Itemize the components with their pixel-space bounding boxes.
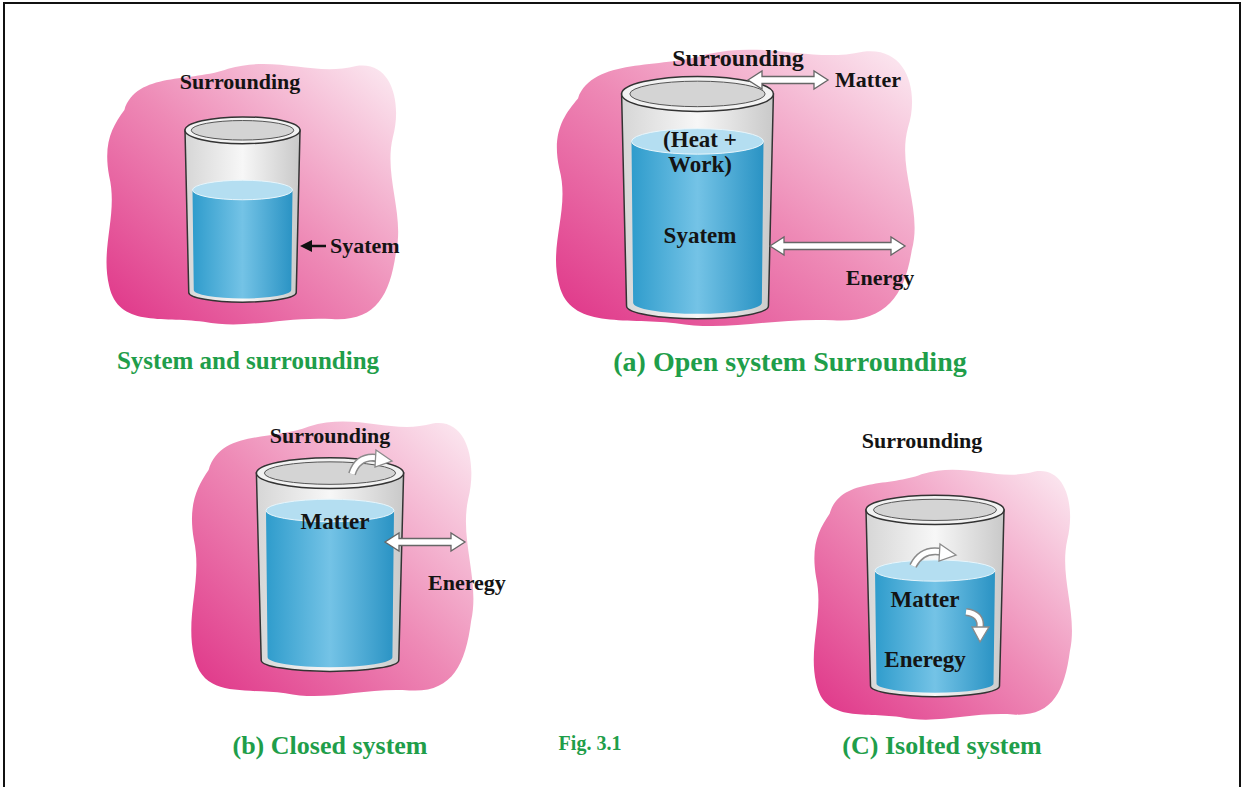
- surrounding-area: [191, 422, 473, 697]
- panel-caption: (C) Isolted system: [842, 732, 1041, 761]
- curved-arrow: [913, 551, 942, 566]
- system-label: Syatem: [330, 234, 400, 258]
- system-beaker: (Heat + Work) Syatem: [615, 70, 780, 325]
- beaker-drawing: [250, 452, 410, 677]
- system-label: Syatem: [664, 223, 737, 248]
- beaker-body: [866, 510, 1004, 697]
- surrounding-area: [814, 470, 1072, 720]
- system-beaker: Syatem: [180, 112, 305, 307]
- curved-arrow-outline: [352, 458, 378, 474]
- system-label: Matter: [301, 509, 370, 534]
- curved-arrow-head: [375, 450, 392, 467]
- curved-arrow-outline: [966, 612, 980, 628]
- beaker-mouth: [874, 499, 997, 520]
- beaker-body: [622, 94, 774, 319]
- system-label: Matter: [891, 587, 960, 612]
- beaker-rim: [185, 117, 300, 144]
- curved-arrow-head: [939, 544, 956, 561]
- curved-arrow: [966, 612, 980, 628]
- beaker-mouth: [630, 81, 765, 107]
- beaker-body: [256, 473, 403, 671]
- panel-caption: (a) Open system Surrounding: [613, 347, 966, 378]
- water: [875, 571, 995, 693]
- beaker-body: [185, 130, 300, 302]
- curved-arrow-head: [972, 627, 989, 642]
- surrounding-area: [107, 64, 399, 324]
- beaker-drawing: [180, 112, 305, 307]
- pointer-head: [300, 240, 312, 252]
- curved-arrow: [352, 458, 378, 474]
- region-label: Surrounding: [862, 429, 983, 453]
- surrounding-region: SurroundingMatter: [185, 412, 480, 702]
- water-surface: [875, 560, 995, 581]
- system-beaker: MatterEneregy: [860, 490, 1010, 702]
- water-surface: [193, 180, 293, 200]
- region-label: Surrounding: [270, 424, 391, 448]
- system-label: (Heat + Work): [645, 127, 755, 178]
- panel-caption: System and surrounding: [117, 347, 379, 375]
- region-label: Surrounding: [180, 70, 301, 94]
- surrounding-region: SurroundingSyatem: [100, 55, 405, 330]
- exchange-arrow: [770, 237, 905, 255]
- water: [193, 190, 293, 298]
- figure-number: Fig. 3.1: [559, 732, 622, 754]
- surrounding-area: [556, 50, 915, 326]
- exchange-label: Energy: [846, 266, 914, 290]
- beaker-rim: [866, 495, 1004, 524]
- surrounding-region: SurroundingMatterEneregy: [808, 425, 1078, 725]
- beaker-drawing: [615, 70, 780, 325]
- beaker-mouth: [191, 121, 294, 141]
- curved-arrow-outline: [913, 551, 942, 566]
- panel-caption: (b) Closed system: [233, 732, 428, 761]
- system-label: Eneregy: [884, 647, 965, 672]
- frame-line: [4, 3, 1240, 787]
- exchange-arrow: [385, 533, 465, 551]
- region-label: Surrounding: [672, 45, 804, 71]
- system-beaker: Matter: [250, 452, 410, 677]
- exchange-arrow: [748, 71, 828, 89]
- exchange-label: Matter: [835, 68, 901, 92]
- exchange-label: Eneregy: [428, 571, 506, 595]
